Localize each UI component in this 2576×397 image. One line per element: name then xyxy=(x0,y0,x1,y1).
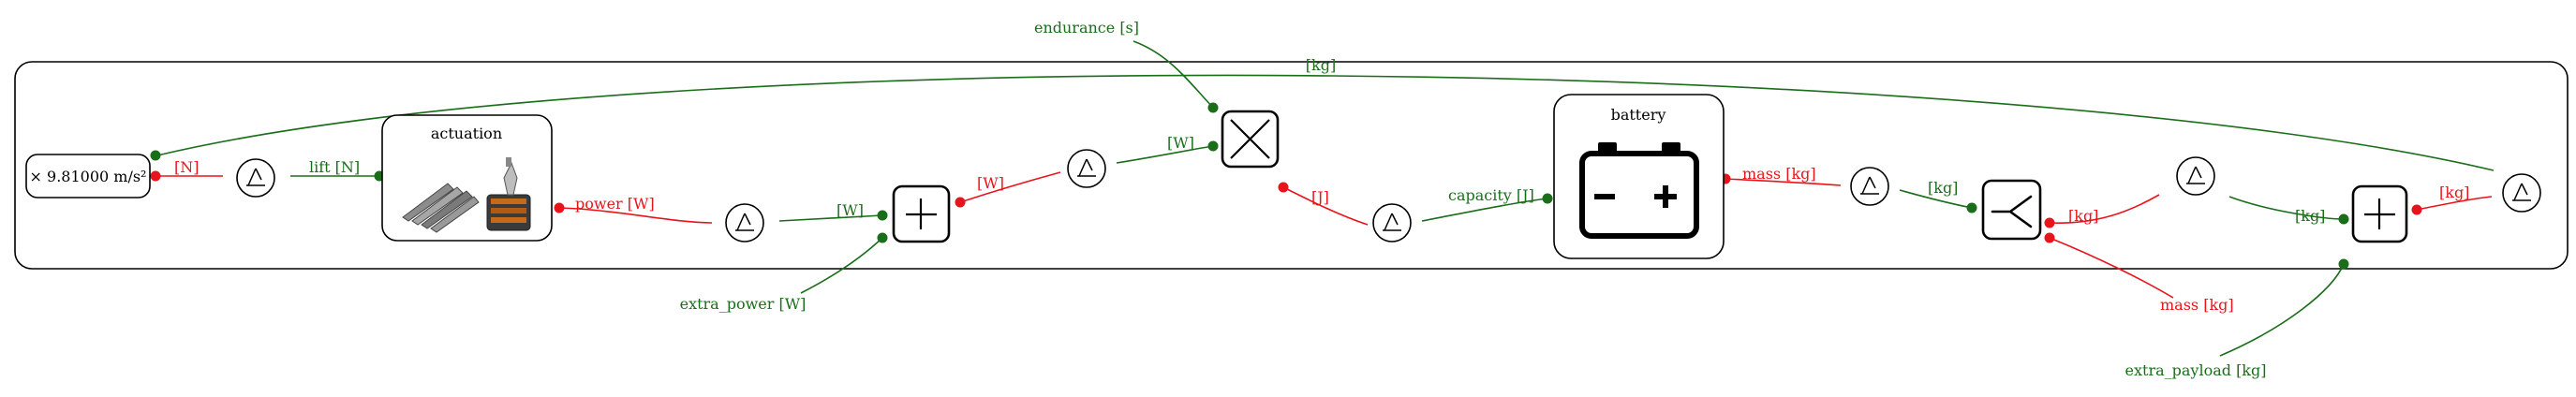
label-kg-add-out: [kg] xyxy=(2439,184,2469,201)
motor-icon xyxy=(486,157,531,231)
actuation-block[interactable]: actuation xyxy=(381,114,553,242)
converter-node-5[interactable] xyxy=(1850,167,1889,206)
plus-icon xyxy=(906,198,937,229)
connector-capacity xyxy=(1421,198,1548,222)
connector-endurance xyxy=(1133,40,1214,109)
converter-icon xyxy=(1860,176,1879,195)
port-dot xyxy=(554,202,565,213)
port-dot xyxy=(2338,213,2349,225)
add-power-block[interactable] xyxy=(892,184,951,243)
port-dot xyxy=(1966,202,1977,213)
label-mass-battery: mass [kg] xyxy=(1742,165,1816,183)
label-J: [J] xyxy=(1311,188,1329,206)
port-dot xyxy=(2044,217,2055,228)
connector-mass-batt xyxy=(1725,178,1842,186)
connector-mass-out xyxy=(2049,237,2174,299)
connector-kg-feedback xyxy=(156,74,2495,171)
label-W-out: [W] xyxy=(1167,134,1194,152)
port-dot xyxy=(2044,232,2055,243)
converter-node-4[interactable] xyxy=(1372,203,1412,243)
connector-extra-payload xyxy=(2219,263,2345,357)
actuation-title: actuation xyxy=(431,125,502,142)
converter-icon xyxy=(2512,183,2531,201)
battery-block[interactable]: battery xyxy=(1553,94,1725,259)
port-dot xyxy=(1207,102,1219,113)
port-dot xyxy=(877,210,888,221)
connector-kg-add-out xyxy=(2416,196,2493,211)
label-mass-out: mass [kg] xyxy=(2160,296,2234,314)
port-dot xyxy=(2338,258,2349,270)
split-block[interactable] xyxy=(1981,179,2042,241)
plus-icon xyxy=(2364,198,2395,229)
port-dot xyxy=(1542,193,1553,204)
battery-icon xyxy=(1579,142,1699,239)
label-W-sum: [W] xyxy=(836,201,864,219)
label-extra-power: extra_power [W] xyxy=(680,295,807,313)
multiply-block[interactable] xyxy=(1221,110,1280,169)
converter-icon xyxy=(1077,158,1096,177)
port-dot xyxy=(1207,140,1219,152)
connector-W-sum xyxy=(778,214,883,222)
gravity-constant-block[interactable] xyxy=(25,154,151,198)
port-dot xyxy=(877,232,888,243)
label-endurance: endurance [s] xyxy=(1034,19,1139,37)
converter-icon xyxy=(246,168,265,186)
connector-kg-split-out xyxy=(2049,194,2160,224)
converter-node-7[interactable] xyxy=(2502,173,2541,213)
label-kg-feedback: [kg] xyxy=(1306,56,1336,74)
converter-icon xyxy=(2186,166,2205,184)
connector-extra-power xyxy=(800,237,883,294)
label-lift: lift [N] xyxy=(309,158,360,176)
converter-node-1[interactable] xyxy=(236,158,275,198)
converter-icon xyxy=(735,213,754,231)
label-W-to-mult: [W] xyxy=(977,174,1004,192)
label-extra-payload: extra_payload [kg] xyxy=(2125,361,2267,379)
converter-icon xyxy=(1383,213,1401,231)
propeller-icon xyxy=(402,183,480,233)
port-dot xyxy=(150,150,161,161)
connector-power xyxy=(558,207,713,224)
label-kg-add-in: [kg] xyxy=(2295,207,2325,225)
port-dot xyxy=(1278,182,1289,193)
battery-title: battery xyxy=(1611,106,1666,124)
port-dot xyxy=(955,197,966,208)
port-dot xyxy=(2411,204,2422,215)
split-icon xyxy=(1991,195,2033,228)
label-capacity: capacity [J] xyxy=(1448,186,1534,204)
label-kg-split-in: [kg] xyxy=(1928,179,1958,197)
connector-W-to-mult xyxy=(959,171,1061,203)
multiply-icon xyxy=(1230,119,1270,159)
label-N: [N] xyxy=(174,158,199,176)
label-kg-split-out: [kg] xyxy=(2068,207,2098,225)
connector-kg-add-in xyxy=(2228,196,2345,220)
connector-J xyxy=(1282,186,1369,226)
gravity-constant-label: × 9.81000 m/s² xyxy=(30,168,147,185)
label-power: power [W] xyxy=(575,195,655,213)
system-boundary xyxy=(14,61,2569,270)
converter-node-6[interactable] xyxy=(2176,156,2215,196)
port-dot xyxy=(150,170,161,182)
connector-W-out xyxy=(1116,145,1214,164)
add-mass-block[interactable] xyxy=(2351,184,2408,243)
connector-kg-split-in xyxy=(1899,189,1973,209)
converter-node-3[interactable] xyxy=(1067,149,1106,188)
converter-node-2[interactable] xyxy=(725,203,764,243)
